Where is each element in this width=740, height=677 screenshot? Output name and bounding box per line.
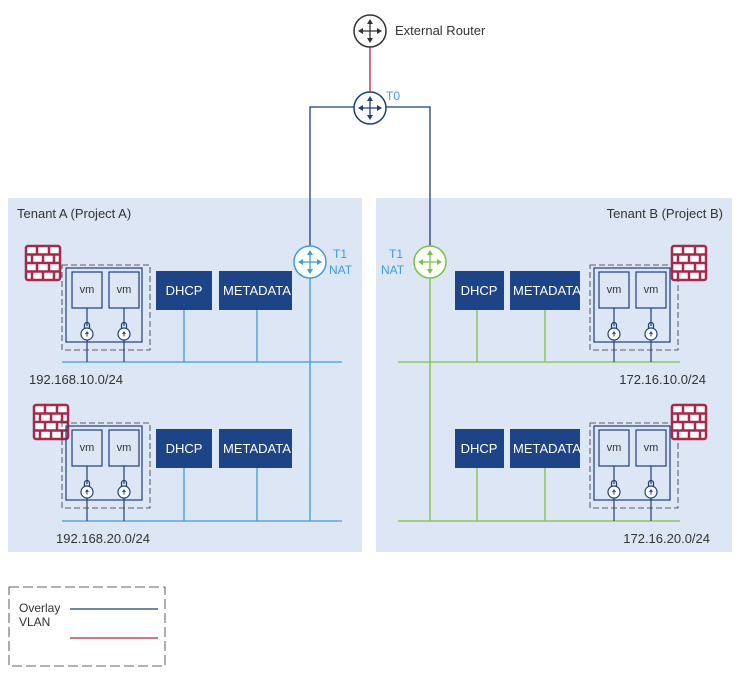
vm-label: vm	[117, 284, 132, 296]
metadata-label: METADATA	[513, 283, 581, 298]
vm-group-frame	[589, 422, 679, 509]
vm-group-frame	[61, 422, 151, 509]
segment-cidr: 192.168.10.0/24	[29, 372, 123, 387]
dhcp-label: DHCP	[461, 283, 498, 298]
vm-label: vm	[607, 442, 622, 454]
vm-group-frame	[589, 264, 679, 351]
legend: Overlay VLAN	[8, 586, 166, 667]
vm-label: vm	[644, 442, 659, 454]
tenant-a-network	[62, 278, 342, 522]
metadata-label: METADATA	[223, 283, 291, 298]
tenant-a-nat-label: NAT	[329, 263, 353, 277]
tenant-a-segment-2: vm vm DHCP METADATA 192.168.20.0/24	[32, 403, 292, 546]
vm-host-frame	[65, 425, 143, 501]
metadata-label: METADATA	[513, 441, 581, 456]
t0-to-tenant-a-t1-link	[309, 106, 354, 246]
dhcp-box	[156, 271, 212, 310]
dhcp-box	[156, 429, 212, 468]
external-router-icon	[353, 14, 387, 48]
tenant-b-title: Tenant B (Project B)	[607, 206, 723, 221]
tenant-b-t1-label: T1	[389, 247, 403, 261]
vm-group-frame	[61, 264, 151, 351]
vm-label: vm	[644, 284, 659, 296]
metadata-box	[219, 271, 292, 310]
tenant-b-nat-label: NAT	[381, 263, 405, 277]
legend-vlan-label: VLAN	[19, 615, 50, 629]
legend-overlay-label: Overlay	[19, 601, 60, 615]
t0-router-icon	[353, 91, 387, 125]
segment-cidr: 192.168.20.0/24	[56, 531, 150, 546]
tenant-b-t1-router-icon	[413, 245, 447, 279]
firewall-icon	[32, 403, 70, 441]
metadata-box	[219, 429, 292, 468]
segment-cidr: 172.16.20.0/24	[623, 531, 710, 546]
vm-host-frame	[593, 267, 671, 343]
vm-label: vm	[607, 284, 622, 296]
dhcp-label: DHCP	[166, 441, 203, 456]
tenant-a-t1-label: T1	[333, 247, 347, 261]
legend-frame	[8, 586, 166, 667]
metadata-box	[510, 429, 580, 468]
tenant-a-title: Tenant A (Project A)	[17, 206, 131, 221]
dhcp-label: DHCP	[461, 441, 498, 456]
dhcp-box	[455, 271, 504, 310]
vm-host-frame	[65, 267, 143, 343]
vm-label: vm	[80, 284, 95, 296]
tenant-b-network	[398, 278, 680, 522]
tenant-a-t1-router-icon	[293, 245, 327, 279]
metadata-box	[510, 271, 580, 310]
dhcp-box	[455, 429, 504, 468]
metadata-label: METADATA	[223, 441, 291, 456]
vm-label: vm	[117, 442, 132, 454]
t0-to-tenant-b-t1-link	[386, 106, 431, 247]
vm-drops	[86, 340, 652, 521]
dhcp-label: DHCP	[166, 283, 203, 298]
segment-cidr: 172.16.10.0/24	[619, 372, 706, 387]
external-router-label: External Router	[395, 23, 486, 38]
tenant-b-segment-1: DHCP METADATA vm vm 172.16.10.0/24	[455, 244, 708, 387]
firewall-icon	[24, 244, 62, 282]
vm-label: vm	[80, 442, 95, 454]
vm-host-frame	[593, 425, 671, 501]
t0-label: T0	[386, 89, 400, 103]
tenant-b-segment-2: DHCP METADATA vm vm 172.16.20.0/24	[455, 403, 710, 546]
firewall-icon	[670, 403, 708, 441]
firewall-icon	[670, 244, 708, 282]
tenant-a-segment-1: vm vm DHCP METADATA 192.168.10.0/24	[24, 244, 292, 387]
